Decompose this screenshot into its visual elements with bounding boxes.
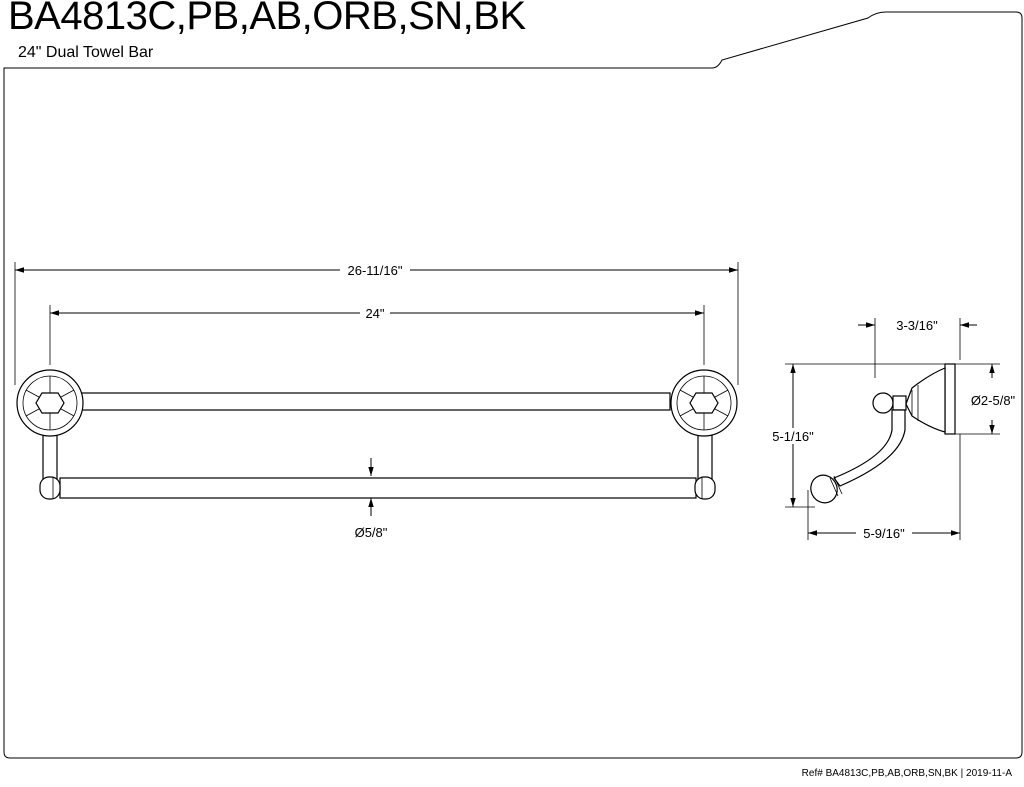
footer-reference: Ref# BA4813C,PB,AB,ORB,SN,BK | 2019-11-A bbox=[802, 768, 1012, 779]
overall-width-label: 26-11/16" bbox=[348, 263, 403, 278]
left-wall-flange bbox=[16, 369, 84, 437]
side-upper-bar-end bbox=[872, 392, 894, 414]
front-view: 26-11/16" 24" Ø5/8" bbox=[14, 262, 739, 540]
footer-separator: | bbox=[960, 768, 967, 779]
lower-towel-bar bbox=[59, 477, 697, 499]
upper-towel-bar bbox=[61, 392, 671, 411]
side-view: 3-3/16" Ø2-5/8" 5-1/16" 5-9/16" bbox=[765, 318, 1019, 541]
height-label: 5-1/16" bbox=[772, 429, 814, 444]
footer-ref: Ref# BA4813C,PB,AB,ORB,SN,BK bbox=[801, 768, 958, 779]
product-description: 24" Dual Towel Bar bbox=[18, 44, 154, 61]
right-lower-end-cap bbox=[694, 476, 716, 500]
bottom-projection-label: 5-9/16" bbox=[863, 526, 905, 541]
model-title: BA4813C,PB,AB,ORB,SN,BK bbox=[8, 0, 526, 38]
side-lower-bar-end bbox=[810, 474, 843, 504]
left-lower-end-cap bbox=[39, 476, 61, 500]
footer-revision: 2019-11-A bbox=[966, 768, 1012, 779]
bar-diameter-label: Ø5/8" bbox=[355, 525, 388, 540]
top-projection-label: 3-3/16" bbox=[896, 318, 938, 333]
bar-length-label: 24" bbox=[365, 306, 384, 321]
flange-diameter-label: Ø2-5/8" bbox=[971, 393, 1016, 408]
right-wall-flange bbox=[670, 369, 738, 437]
side-wall-plate bbox=[944, 363, 956, 435]
side-lower-arm bbox=[833, 409, 906, 487]
side-flange-body bbox=[905, 367, 946, 433]
drawing-frame bbox=[3, 11, 1023, 759]
